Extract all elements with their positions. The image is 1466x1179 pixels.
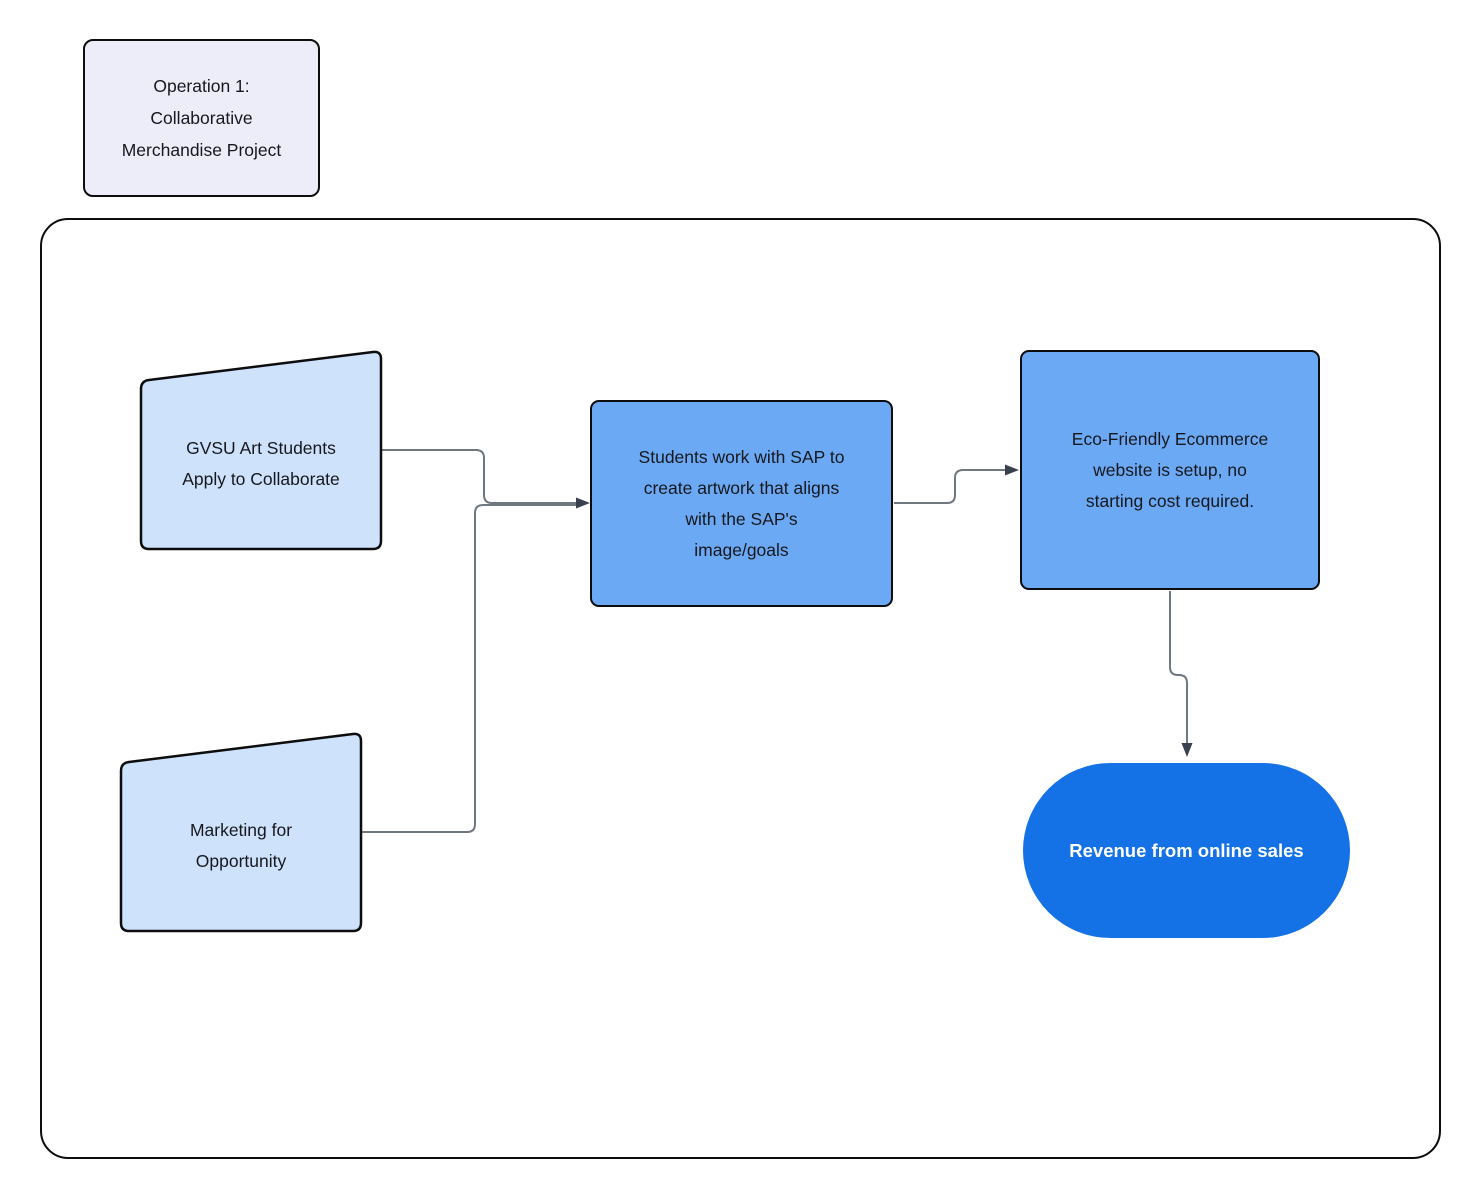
node-ecommerce-setup[interactable]: Eco-Friendly Ecommerce website is setup,… bbox=[1020, 350, 1320, 590]
manual-input-shape bbox=[119, 732, 363, 933]
node-revenue-label: Revenue from online sales bbox=[1069, 840, 1304, 861]
node-gvsu-apply[interactable]: GVSU Art Students Apply to Collaborate bbox=[139, 349, 383, 551]
node-create-artwork-label: Students work with SAP to create artwork… bbox=[638, 446, 845, 560]
node-marketing[interactable]: Marketing for Opportunity bbox=[119, 731, 363, 933]
title-card-label: Operation 1: Collaborative Merchandise P… bbox=[121, 76, 282, 160]
node-marketing-label: Marketing for Opportunity bbox=[189, 820, 293, 871]
node-create-artwork[interactable]: Students work with SAP to create artwork… bbox=[590, 400, 893, 607]
node-title-card[interactable]: Operation 1: Collaborative Merchandise P… bbox=[83, 39, 320, 197]
node-revenue[interactable]: Revenue from online sales bbox=[1023, 763, 1350, 938]
node-ecommerce-setup-label: Eco-Friendly Ecommerce website is setup,… bbox=[1071, 428, 1269, 511]
node-gvsu-apply-label: GVSU Art Students Apply to Collaborate bbox=[182, 438, 340, 489]
